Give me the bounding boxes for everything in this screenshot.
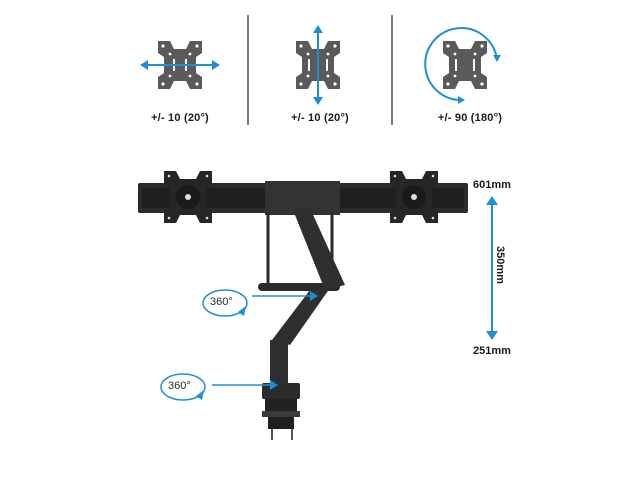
rotation-caption: +/- 90 (180°): [437, 112, 503, 124]
circular-arrow-icon: [424, 27, 501, 104]
tilt-adjustment: +/- 10 (20°): [260, 20, 380, 140]
rotation-badge-base-icon: [160, 373, 278, 401]
height-span-label: 350mm: [494, 246, 506, 284]
swivel-adjustment: +/- 10 (20°): [120, 20, 240, 140]
rotation-badge-elbow-icon: [202, 289, 318, 317]
vertical-double-arrow-icon: [313, 25, 323, 105]
height-min-label: 251mm: [473, 345, 511, 357]
vesa-plate-tilt-icon: [296, 25, 340, 105]
height-max-label: 601mm: [473, 179, 511, 191]
divider-1: [247, 15, 249, 125]
swivel-caption: +/- 10 (20°): [151, 112, 209, 124]
rotation-badge-base-label: 360°: [168, 380, 191, 392]
vesa-plate-swivel-icon: [140, 41, 220, 89]
vesa-plate-rotation-icon: [424, 27, 501, 104]
divider-2: [391, 15, 393, 125]
height-dimension-arrow-icon: [486, 196, 498, 340]
hanger-crossbar: [258, 283, 340, 291]
crossbar: [138, 181, 468, 215]
rotation-badge-elbow-label: 360°: [210, 296, 233, 308]
right-vesa-plate: [390, 171, 438, 223]
left-vesa-plate: [164, 171, 212, 223]
horizontal-double-arrow-icon: [140, 60, 220, 70]
clamp-base: [262, 383, 300, 440]
upper-arm: [270, 208, 345, 385]
tilt-caption: +/- 10 (20°): [291, 112, 349, 124]
rotation-adjustment: +/- 90 (180°): [410, 20, 530, 140]
